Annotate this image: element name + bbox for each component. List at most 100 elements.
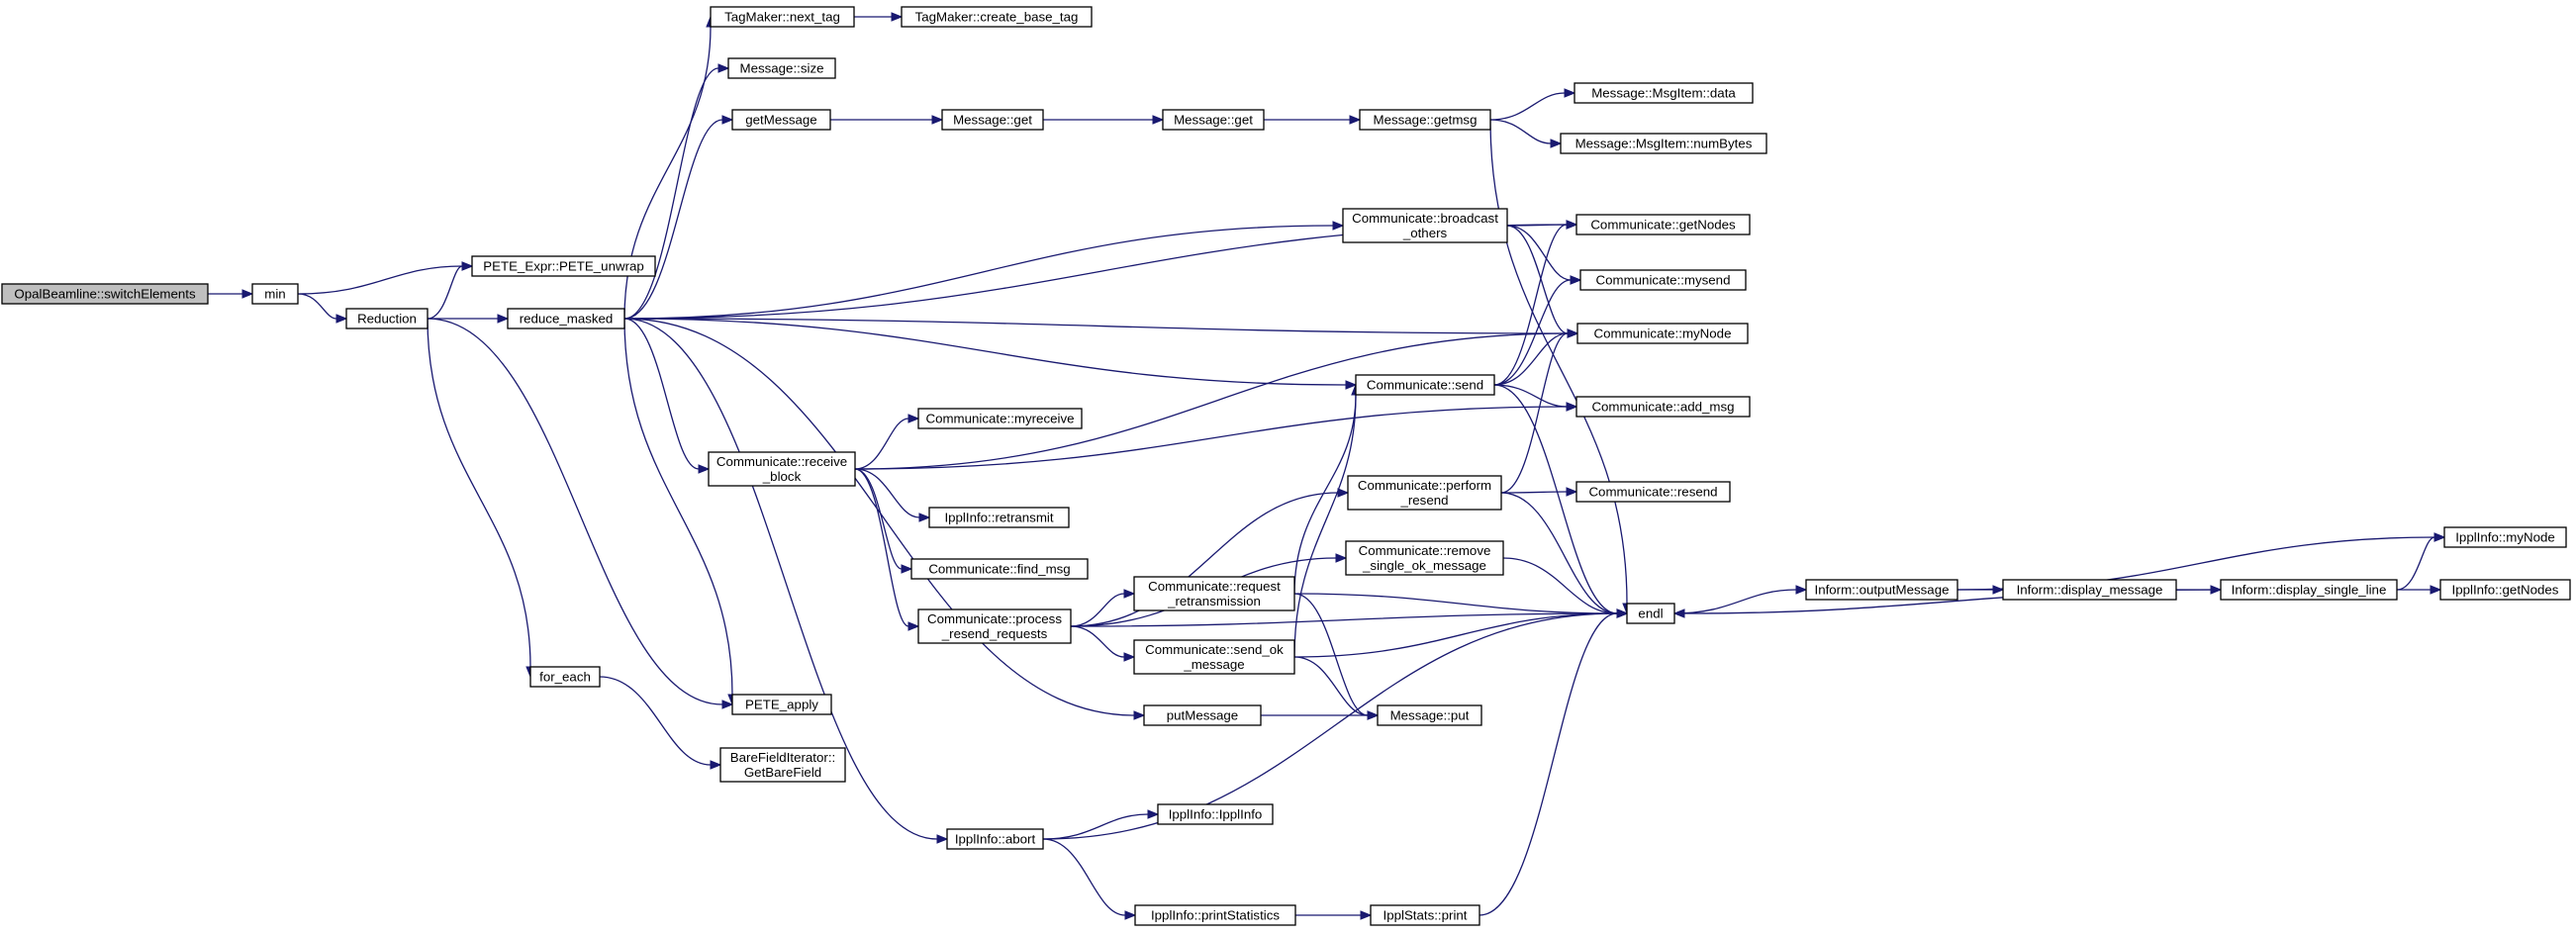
edge-ippl_abort-to-ippl_IpplInfo (1042, 809, 1160, 840)
node-msgitem_numBytes[interactable]: Message::MsgItem::numBytes (1560, 133, 1767, 154)
node-comm_myNode[interactable]: Communicate::myNode (1576, 323, 1749, 344)
node-label: endl (1638, 607, 1663, 621)
node-next_tag[interactable]: TagMaker::next_tag (710, 6, 855, 28)
edge-Reduction-to-PETE_unwrap (427, 261, 474, 320)
node-Reduction[interactable]: Reduction (345, 308, 429, 329)
node-ippl_getNodes[interactable]: IpplInfo::getNodes (2439, 579, 2571, 601)
node-PETE_unwrap[interactable]: PETE_Expr::PETE_unwrap (471, 255, 656, 277)
node-box (731, 109, 831, 131)
arrowhead (1550, 139, 1563, 148)
node-box (1377, 704, 1482, 726)
edge-display_single_line-to-ippl_getNodes (2396, 585, 2442, 595)
node-label: min (264, 287, 285, 302)
edge-reduce_masked-to-broadcast_others (623, 221, 1345, 320)
edge-reduce_masked-to-receive_block (623, 318, 711, 474)
node-label: _block (762, 469, 802, 484)
node-process_resend[interactable]: Communicate::process_resend_requests (917, 608, 1072, 644)
edge-printStatistics-to-stats_print (1294, 910, 1373, 920)
node-stats_print[interactable]: IpplStats::print (1370, 904, 1480, 926)
node-send_ok[interactable]: Communicate::send_ok_message (1133, 639, 1295, 675)
arrowhead (1566, 220, 1578, 230)
node-getNodes[interactable]: Communicate::getNodes (1575, 214, 1751, 235)
edge-ippl_abort-to-endl (1042, 608, 1629, 840)
node-label: Message::MsgItem::data (1591, 86, 1736, 101)
node-label: Communicate::myNode (1594, 327, 1732, 341)
node-reduce_masked[interactable]: reduce_masked (507, 308, 625, 329)
node-broadcast_others[interactable]: Communicate::broadcast_others (1342, 208, 1508, 243)
edge-send_ok-to-endl (1293, 608, 1629, 658)
node-getMessage[interactable]: getMessage (731, 109, 831, 131)
node-box (1162, 109, 1265, 131)
node-create_base_tag[interactable]: TagMaker::create_base_tag (901, 6, 1093, 28)
edge-getmsg-to-endl (1489, 119, 1632, 615)
node-label: Message::get (953, 113, 1032, 128)
node-msgitem_data[interactable]: Message::MsgItem::data (1574, 82, 1754, 104)
node-add_msg[interactable]: Communicate::add_msg (1575, 396, 1751, 418)
node-PETE_apply[interactable]: PETE_apply (731, 694, 832, 715)
node-remove_single_ok[interactable]: Communicate::remove_single_ok_message (1345, 540, 1504, 576)
node-label: Communicate::perform (1358, 478, 1491, 493)
node-box (910, 558, 1089, 580)
node-label: Reduction (357, 312, 417, 327)
node-label: Message::getmsg (1374, 113, 1478, 128)
node-msg_get1[interactable]: Message::get (941, 109, 1044, 131)
node-display_single_line[interactable]: Inform::display_single_line (2220, 579, 2398, 601)
node-label: Message::get (1174, 113, 1253, 128)
node-label: Communicate::add_msg (1591, 400, 1734, 415)
node-putMessage[interactable]: putMessage (1143, 704, 1262, 726)
node-retransmit[interactable]: IpplInfo::retransmit (928, 507, 1070, 528)
node-comm_send[interactable]: Communicate::send (1355, 374, 1495, 396)
node-msg_size[interactable]: Message::size (727, 57, 836, 79)
arrowhead (1133, 710, 1146, 720)
node-endl[interactable]: endl (1626, 603, 1675, 624)
node-outputMessage[interactable]: Inform::outputMessage (1805, 579, 1958, 601)
node-box (2002, 579, 2177, 601)
edge-process_resend-to-request_retrans (1070, 589, 1136, 627)
node-box (1133, 576, 1295, 611)
node-mysend[interactable]: Communicate::mysend (1579, 269, 1747, 291)
arrowhead (1367, 710, 1380, 720)
node-label: Communicate::request (1148, 579, 1281, 594)
node-label: _message (1183, 657, 1244, 672)
node-request_retrans[interactable]: Communicate::request_retransmission (1133, 576, 1295, 611)
node-label: Communicate::resend (1588, 485, 1717, 500)
node-label: _single_ok_message (1362, 558, 1486, 573)
node-msg_get2[interactable]: Message::get (1162, 109, 1265, 131)
node-label: IpplInfo::abort (955, 832, 1036, 847)
arrowhead (1616, 608, 1629, 618)
node-label: getMessage (745, 113, 816, 128)
edge-broadcast_others-to-comm_myNode (1506, 225, 1579, 338)
node-myreceive[interactable]: Communicate::myreceive (917, 408, 1083, 429)
node-ippl_myNode[interactable]: IpplInfo::myNode (2443, 526, 2567, 548)
edge-receive_block-to-comm_myNode (854, 328, 1579, 470)
node-min[interactable]: min (251, 283, 299, 305)
node-label: IpplInfo::IpplInfo (1169, 807, 1263, 822)
edge-reduce_masked-to-putMessage (623, 318, 1146, 720)
arrowhead (1147, 809, 1160, 819)
node-display_message[interactable]: Inform::display_message (2002, 579, 2177, 601)
node-box (345, 308, 429, 329)
node-for_each[interactable]: for_each (529, 666, 601, 688)
node-ippl_IpplInfo[interactable]: IpplInfo::IpplInfo (1157, 803, 1274, 825)
node-label: reduce_masked (520, 312, 614, 327)
edge-Reduction-to-for_each (427, 318, 535, 679)
node-label: putMessage (1167, 708, 1238, 723)
node-msg_put[interactable]: Message::put (1377, 704, 1482, 726)
node-printStatistics[interactable]: IpplInfo::printStatistics (1134, 904, 1296, 926)
node-find_msg[interactable]: Communicate::find_msg (910, 558, 1089, 580)
node-label: _others (1402, 226, 1448, 240)
node-perform_resend[interactable]: Communicate::perform_resend (1347, 475, 1502, 511)
arrowhead (1123, 652, 1136, 662)
node-comm_resend[interactable]: Communicate::resend (1575, 481, 1731, 503)
node-getmsg[interactable]: Message::getmsg (1359, 109, 1491, 131)
edge-reduce_masked-to-comm_myNode (623, 318, 1579, 338)
edge-reduce_masked-to-comm_send (623, 318, 1358, 390)
node-ippl_abort[interactable]: IpplInfo::abort (946, 828, 1044, 850)
node-GetBareField[interactable]: BareFieldIterator::GetBareField (719, 747, 846, 783)
node-label: BareFieldIterator:: (730, 750, 835, 765)
node-label: Inform::display_single_line (2232, 583, 2387, 598)
node-label: Inform::display_message (2017, 583, 2163, 598)
node-switchElements[interactable]: OpalBeamline::switchElements (1, 283, 209, 305)
node-receive_block[interactable]: Communicate::receive_block (708, 451, 856, 487)
node-label: TagMaker::create_base_tag (915, 10, 1079, 25)
